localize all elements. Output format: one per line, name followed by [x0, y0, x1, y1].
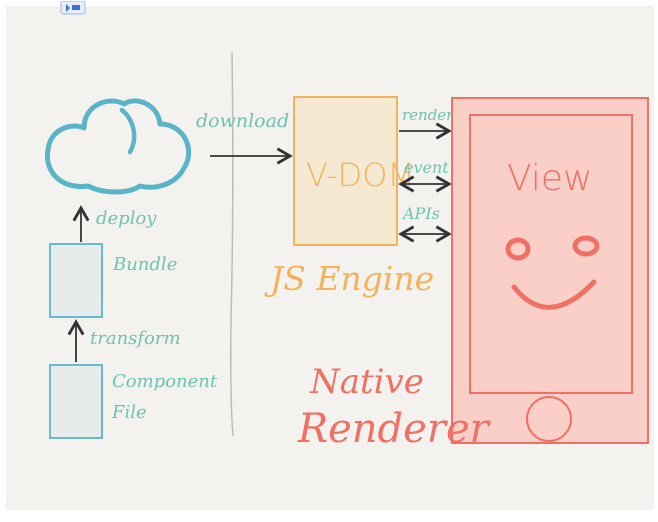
smiley-left-eye	[505, 237, 531, 261]
vdom-label: V-DOM	[306, 156, 415, 194]
cloud-icon	[44, 98, 192, 195]
transform-label: transform	[90, 328, 181, 349]
deploy-label: deploy	[96, 208, 157, 229]
app-icon	[60, 0, 86, 15]
bundle-box	[49, 243, 103, 318]
js-engine-label: JS Engine	[264, 259, 434, 298]
view-label: View	[507, 158, 592, 199]
app-icon-graphic	[60, 0, 86, 15]
component-file-box	[49, 364, 103, 439]
bundle-label: Bundle	[112, 254, 177, 275]
download-label: download	[196, 110, 289, 132]
smiley-right-eye	[572, 235, 600, 257]
native-label: Native	[309, 362, 424, 402]
phone-screen	[469, 114, 633, 394]
divider-line	[230, 51, 234, 437]
event-label: event	[404, 158, 449, 177]
vdom-box	[293, 96, 398, 246]
component-label-line1: Component	[112, 371, 218, 392]
component-label-line2: File	[111, 402, 147, 423]
renderer-label: Renderer	[297, 406, 492, 452]
apis-label: APIs	[401, 204, 440, 223]
cloud-inner-curve	[119, 107, 137, 155]
phone-home-button	[526, 396, 572, 442]
smiley-mouth	[511, 279, 597, 310]
render-label: render	[402, 106, 454, 124]
